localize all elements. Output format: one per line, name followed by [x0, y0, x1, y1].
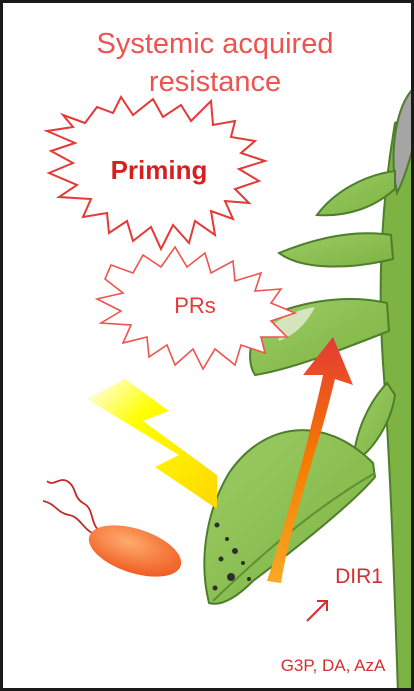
signals-label: G3P, DA, AzA [281, 656, 386, 675]
flagellum [43, 501, 97, 535]
title-line-2: resistance [149, 66, 281, 98]
lightning-bolt-icon [87, 379, 217, 509]
priming-label: Priming [111, 155, 208, 185]
title-line-1: Systemic acquired [97, 28, 334, 60]
dir1-label: DIR1 [335, 565, 383, 588]
middle-leaf-left [279, 233, 393, 266]
sar-diagram: Systemic acquired resistance Priming PRs… [3, 3, 414, 691]
signal-arrow-icon [307, 601, 327, 621]
bacterium-body [83, 515, 188, 587]
bacterium-icon [43, 480, 187, 587]
prs-label: PRs [174, 293, 216, 318]
